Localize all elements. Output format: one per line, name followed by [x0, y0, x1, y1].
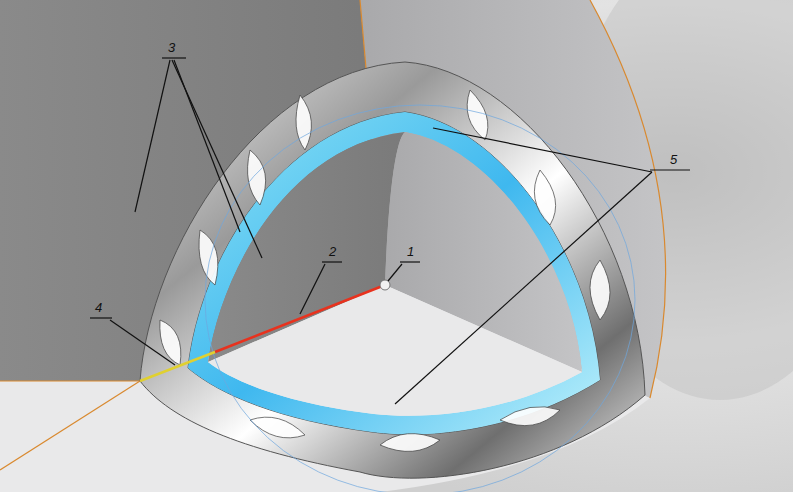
callout-number: 5: [668, 153, 679, 167]
callout-number: 3: [166, 41, 177, 55]
callout-number: 1: [405, 245, 416, 259]
callout-number: 4: [93, 301, 104, 315]
callout-number: 2: [327, 245, 338, 259]
